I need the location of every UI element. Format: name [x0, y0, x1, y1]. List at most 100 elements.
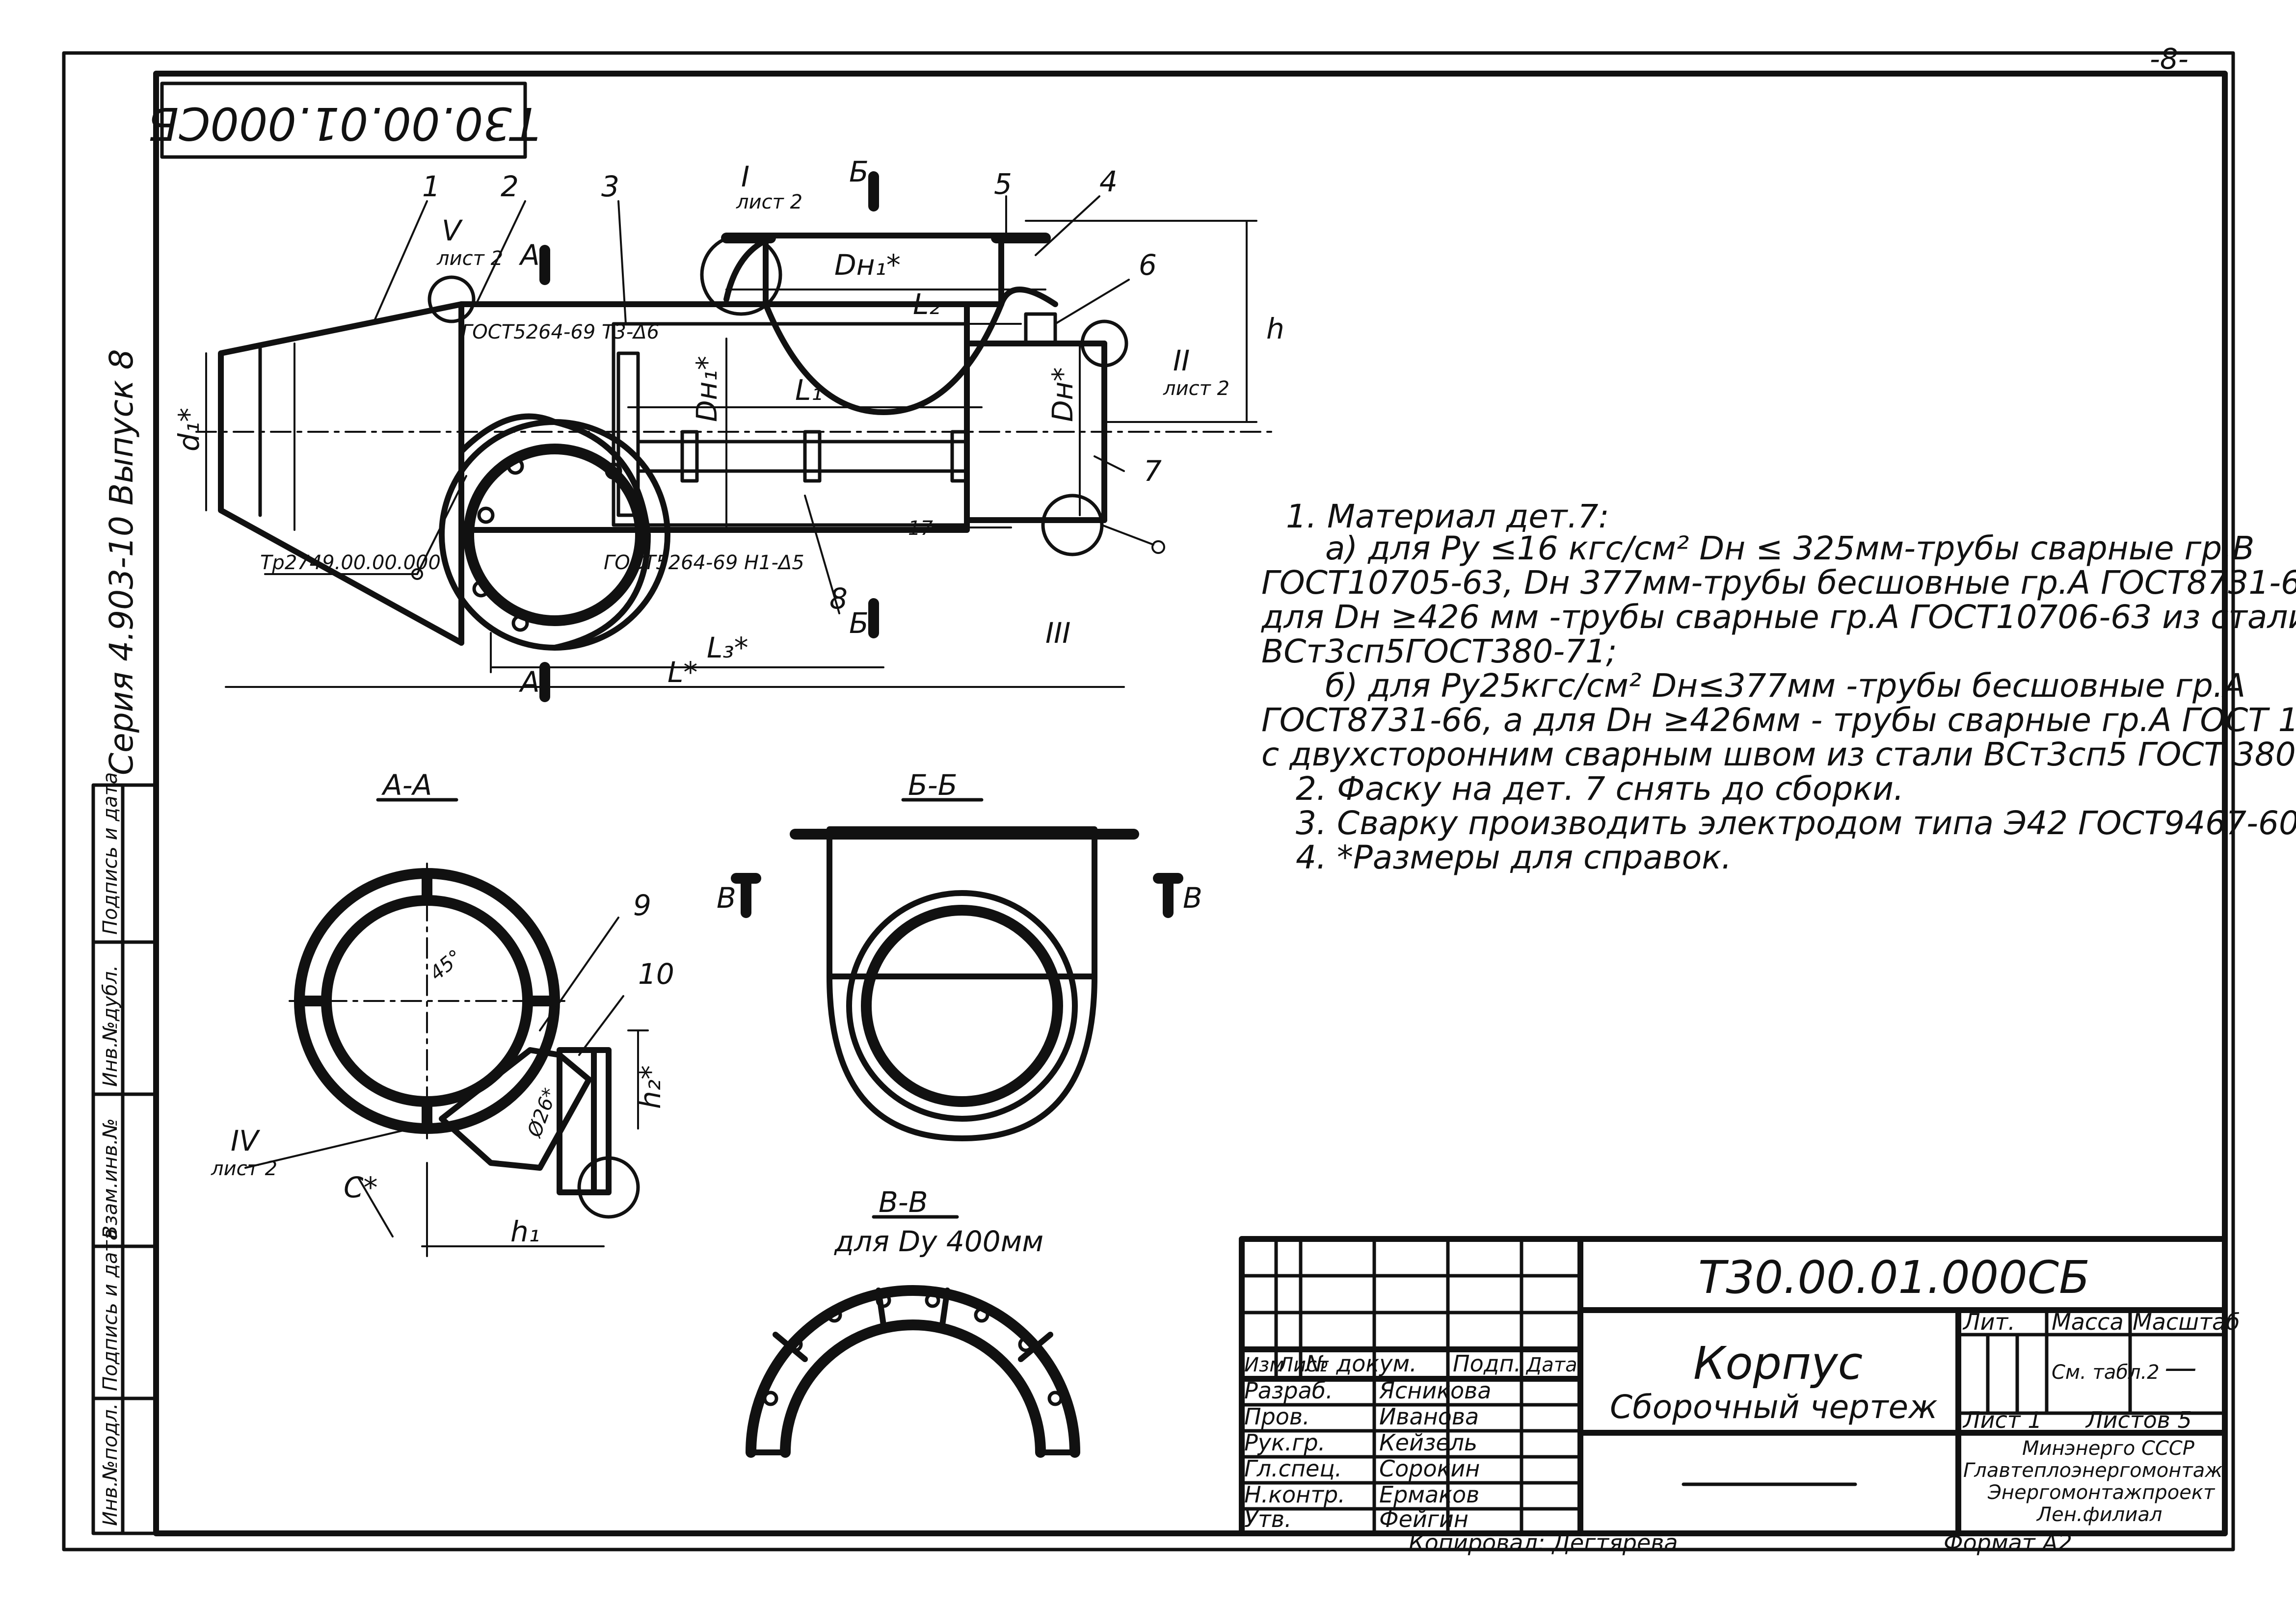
svg-text:Инв.№подл.: Инв.№подл.: [99, 1403, 122, 1526]
note-1a: а) для Ру ≤16 кгс/см² Dн ≤ 325мм-трубы с…: [1325, 529, 2254, 567]
detail-iv-sheet: лист 2: [211, 1158, 277, 1180]
rotated-code-box: Т30.00.01.000СБ: [148, 81, 539, 159]
detail-ii: II: [1173, 344, 1190, 377]
section-v-left: В: [717, 881, 736, 915]
tb-name-0: Ясникова: [1379, 1377, 1491, 1404]
svg-text:Подпись и дата: Подпись и дата: [99, 1229, 122, 1391]
note-3: 3. Сварку производить электродом типа Э4…: [1296, 804, 2296, 842]
dim-h: h: [1266, 312, 1284, 345]
tb-lit: Лит.: [1962, 1309, 2015, 1335]
tb-scale: Масштаб: [2133, 1309, 2240, 1335]
weld-mark-bottom: ГОСТ5264-69 Н1-Δ5: [604, 552, 804, 574]
section-b-top: Б: [849, 155, 869, 188]
tb-role-4: Н.контр.: [1244, 1481, 1345, 1508]
dim-d1-vertical: d₁*: [172, 408, 206, 451]
section-a-bottom: А: [518, 665, 540, 699]
section-vv-view: [746, 1285, 1080, 1458]
tb-name: Корпус: [1693, 1337, 1863, 1390]
section-b-bottom: Б: [849, 606, 869, 640]
section-a-top: А: [518, 238, 540, 272]
tb-role-1: Пров.: [1244, 1403, 1310, 1430]
outer-frame: [62, 51, 2235, 1552]
callout-5: 5: [994, 167, 1012, 201]
callout-6: 6: [1139, 248, 1157, 282]
title-block: [1239, 1236, 2228, 1536]
tb-name-4: Ермаков: [1379, 1481, 1479, 1508]
tb-col-sign: Подп.: [1453, 1350, 1521, 1377]
tb-mass: Масса: [2052, 1309, 2124, 1335]
tb-col-date: Дата: [1525, 1354, 1577, 1376]
section-vv-subtitle: для Dу 400мм: [834, 1225, 1043, 1258]
dim-h2: h₂*: [634, 1065, 667, 1109]
tb-name-sub: Сборочный чертеж: [1610, 1388, 1938, 1426]
footer-format: Формат А2: [1944, 1529, 2072, 1556]
svg-text:Инв.№дубл.: Инв.№дубл.: [99, 965, 122, 1087]
tb-name-1: Иванова: [1379, 1403, 1479, 1430]
tb-org-2: Энергомонтажпроект: [1987, 1481, 2216, 1504]
callout-4: 4: [1099, 165, 1118, 198]
tb-mass-value: См. табл.2: [2052, 1361, 2160, 1384]
detail-ii-sheet: лист 2: [1163, 377, 1229, 400]
tb-doc-code: Т30.00.01.000СБ: [1698, 1251, 2090, 1304]
dim-d-ref: Ø26*: [523, 1085, 561, 1141]
dim-dn-vertical: Dн*: [1046, 367, 1079, 422]
tb-role-3: Гл.спец.: [1244, 1455, 1342, 1482]
tb-org-1: Главтеплоэнергомонтаж: [1963, 1459, 2222, 1482]
callout-10: 10: [638, 957, 674, 991]
weld-mark-top: ГОСТ5264-69 Т3-Δ6: [461, 321, 659, 343]
tb-sheet: Лист 1: [1962, 1407, 2042, 1433]
detail-i: I: [741, 160, 749, 193]
tb-name-2: Кейзель: [1379, 1429, 1477, 1456]
callout-1: 1: [422, 170, 440, 203]
callout-17: 17: [908, 517, 933, 540]
callout-3: 3: [601, 170, 619, 203]
dim-l3: L₃*: [707, 631, 748, 664]
dim-l2: L₂: [913, 288, 940, 321]
footer-copied: Копировал: Дегтярева: [1409, 1529, 1678, 1556]
detail-i-sheet: лист 2: [736, 191, 802, 213]
dim-h1: h₁: [510, 1215, 540, 1248]
detail-v: V: [442, 214, 463, 247]
inner-frame: [153, 71, 2228, 1536]
tb-scale-value: —: [2164, 1349, 2197, 1387]
detail-iii: III: [1045, 616, 1070, 650]
section-aa-title: А-А: [381, 768, 432, 802]
section-bb-title: Б-Б: [908, 768, 958, 802]
tb-col-izm: Изм: [1244, 1354, 1284, 1376]
dim-dn1-vertical: Dн₁*: [690, 356, 723, 422]
side-stamp: Инв.№подл. Подпись и дата Взам.инв.№ Инв…: [91, 772, 158, 1535]
callout-8: 8: [829, 582, 848, 615]
section-v-right: В: [1183, 881, 1202, 915]
callout-9: 9: [633, 889, 651, 922]
dim-l1: L₁: [795, 373, 823, 407]
note-1a-4: ВСт3сп5ГОСТ380-71;: [1261, 632, 1617, 670]
callout-7: 7: [1144, 454, 1162, 488]
tb-role-5: Утв.: [1244, 1506, 1292, 1532]
svg-text:Т30.00.01.000СБ: Т30.00.01.000СБ: [148, 97, 539, 150]
detail-v-sheet: лист 2: [436, 247, 503, 270]
tb-role-2: Рук.гр.: [1244, 1429, 1325, 1456]
note-4: 4. *Размеры для справок.: [1296, 839, 1732, 876]
weld-ref: Тр2749.00.00.000: [260, 552, 441, 574]
tb-org-0: Минэнерго СССР: [2022, 1437, 2195, 1460]
page-number: -8-: [2150, 42, 2189, 76]
note-2: 2. Фаску на дет. 7 снять до сборки.: [1296, 770, 1904, 808]
tb-sheets: Листов 5: [2085, 1407, 2192, 1433]
tb-org-3: Лен.филиал: [2036, 1503, 2162, 1526]
section-vv-title: В-В: [879, 1185, 928, 1219]
main-view: [195, 171, 1277, 702]
note-1a-2: ГОСТ10705-63, Dн 377мм-трубы бесшовные г…: [1261, 564, 2296, 602]
section-aa-view: [244, 863, 649, 1257]
notes: 1. Материал дет.7: а) для Ру ≤16 кгс/см²…: [1261, 498, 2296, 876]
section-bb-view: [731, 826, 1183, 1141]
note-1: 1. Материал дет.7:: [1286, 498, 1609, 535]
tb-name-5: Фейгин: [1379, 1506, 1468, 1532]
tb-col-list: Лист: [1278, 1354, 1329, 1376]
callout-2: 2: [501, 170, 519, 203]
tb-col-doc: № докум.: [1304, 1350, 1417, 1377]
tb-role-0: Разраб.: [1244, 1377, 1333, 1404]
dim-c: С*: [344, 1171, 378, 1204]
note-1b: б) для Ру25кгс/см² Dн≤377мм -трубы бесшо…: [1325, 667, 2245, 705]
dim-l: L*: [667, 656, 697, 689]
